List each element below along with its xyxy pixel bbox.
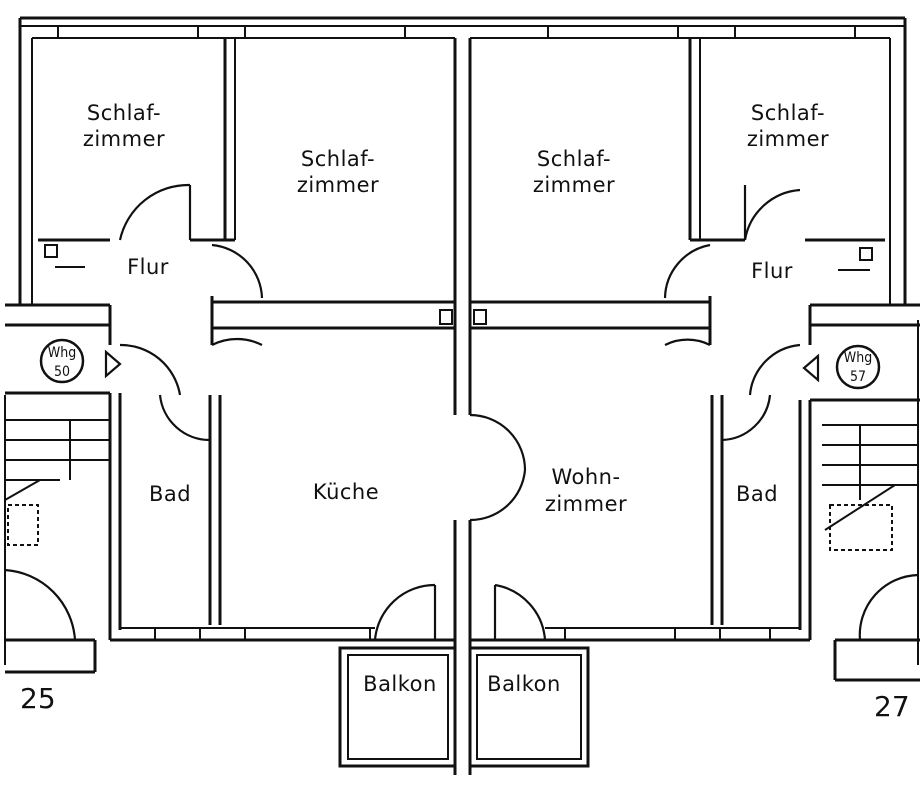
building-number-right: 27 xyxy=(874,690,910,723)
left-balcony-label: Balkon xyxy=(363,672,437,696)
living-room-label-2: zimmer xyxy=(545,492,627,516)
left-bedroom-small-label: Schlaf- xyxy=(87,101,161,125)
walls xyxy=(4,16,920,775)
right-bedroom-small-label: Schlaf- xyxy=(751,101,825,125)
right-bedroom-large-label: Schlaf- xyxy=(537,147,611,171)
right-bedroom-large-label-2: zimmer xyxy=(533,173,615,197)
unit-badge-left: Whg 50 xyxy=(39,338,122,384)
right-balcony-label: Balkon xyxy=(487,672,561,696)
right-hall-label: Flur xyxy=(751,259,793,283)
left-bedroom-small-label-2: zimmer xyxy=(83,127,165,151)
right-bedroom-small-label-2: zimmer xyxy=(747,127,829,151)
left-bedroom-large-label: Schlaf- xyxy=(301,147,375,171)
arrow-left-icon xyxy=(802,353,820,383)
svg-text:57: 57 xyxy=(850,369,866,385)
living-room-label: Wohn- xyxy=(551,465,620,489)
left-bedroom-large-label-2: zimmer xyxy=(297,173,379,197)
fixtures xyxy=(44,244,873,325)
unit-badge-right: Whg 57 xyxy=(802,344,881,390)
svg-text:Whg: Whg xyxy=(844,350,872,366)
doors xyxy=(4,183,919,641)
stairs-right xyxy=(822,424,918,551)
stairs-left xyxy=(4,419,110,546)
arrow-right-icon xyxy=(104,349,122,379)
svg-text:Whg: Whg xyxy=(48,345,76,361)
room-labels: Schlaf- zimmer Schlaf- zimmer Schlaf- zi… xyxy=(83,101,829,696)
kitchen-label: Küche xyxy=(313,480,379,504)
left-hall-label: Flur xyxy=(127,255,169,279)
svg-text:50: 50 xyxy=(54,364,70,380)
left-bath-label: Bad xyxy=(149,482,191,506)
building-number-left: 25 xyxy=(20,682,56,715)
right-bath-label: Bad xyxy=(736,482,778,506)
